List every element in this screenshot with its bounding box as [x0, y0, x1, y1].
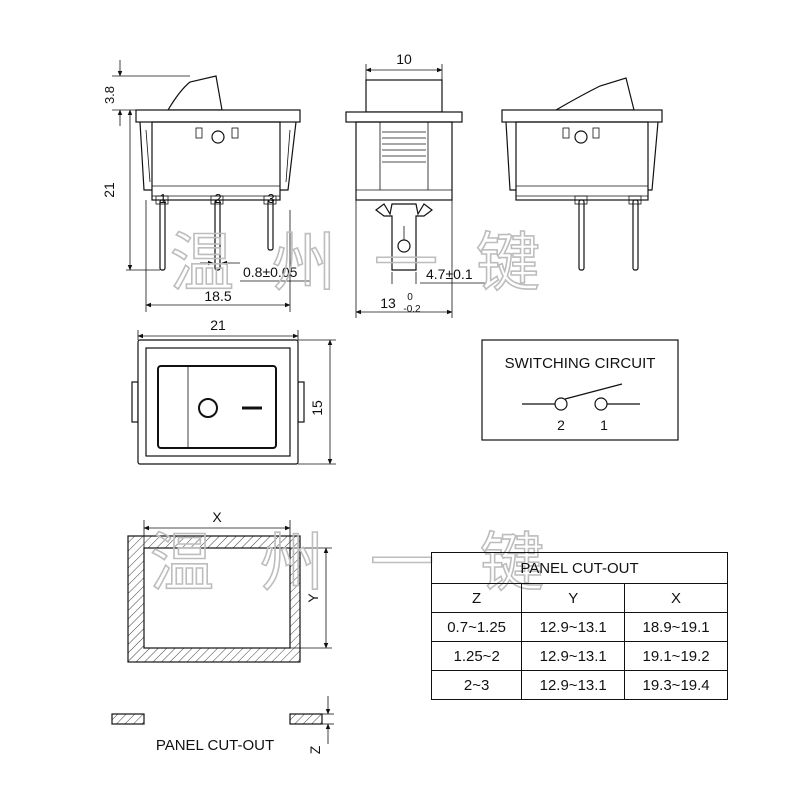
dim-face-width: 21 — [210, 317, 226, 333]
switching-circuit-title: SWITCHING CIRCUIT — [505, 355, 656, 372]
table-cell: 12.9~13.1 — [521, 641, 626, 671]
rear-view — [501, 77, 663, 271]
table-cell: 0.7~1.25 — [430, 612, 523, 642]
on-symbol-icon — [198, 398, 218, 418]
side-view: 10 4.7±0.1 13 0 -0.2 — [345, 51, 485, 318]
panel-cutout-label: PANEL CUT-OUT — [156, 737, 274, 754]
table-cell: 2~3 — [430, 670, 523, 700]
dim-face-height: 15 — [309, 400, 325, 416]
side-view-ribs — [382, 131, 426, 163]
cutout-view: X Y — [127, 509, 332, 663]
dim-cutout-y: Y — [305, 593, 321, 603]
dim-base-tol-lower: -0.2 — [403, 304, 421, 315]
face-view: 21 15 — [131, 317, 336, 465]
dim-pin-spacing: 18.5 — [204, 288, 231, 304]
table-title: PANEL CUT-OUT — [431, 552, 728, 584]
pin-label-2: 2 — [214, 191, 221, 206]
table-header-row: Z Y X — [430, 583, 728, 613]
table-header: Y — [521, 583, 626, 613]
dim-base-width: 13 — [380, 295, 396, 311]
dim-top-height: 3.8 — [102, 86, 117, 104]
circuit-terminal-1: 1 — [600, 417, 608, 433]
table-row: 2~3 12.9~13.1 19.3~19.4 — [430, 670, 728, 700]
panel-cutout-table: PANEL CUT-OUT Z Y X 0.7~1.25 12.9~13.1 1… — [430, 552, 728, 700]
table-cell: 18.9~19.1 — [624, 612, 728, 642]
front-view: 1 2 3 3.8 21 0.8±0.05 18.5 — [101, 60, 310, 312]
pin-label-1: 1 — [159, 191, 166, 206]
table-header: X — [624, 583, 728, 613]
pin-label-3: 3 — [267, 191, 274, 206]
table-cell: 19.1~19.2 — [624, 641, 728, 671]
dim-panel-z: Z — [307, 745, 323, 754]
dim-base-tol-upper: 0 — [407, 292, 413, 303]
table-row: 0.7~1.25 12.9~13.1 18.9~19.1 — [430, 612, 728, 642]
table-cell: 12.9~13.1 — [521, 612, 626, 642]
dim-cutout-x: X — [212, 509, 222, 525]
dim-pin-thickness: 0.8±0.05 — [243, 264, 298, 280]
table-row: 1.25~2 12.9~13.1 19.1~19.2 — [430, 641, 728, 671]
table-cell: 19.3~19.4 — [624, 670, 728, 700]
switching-circuit: SWITCHING CIRCUIT 2 1 — [481, 339, 679, 441]
table-cell: 1.25~2 — [430, 641, 523, 671]
table-cell: 12.9~13.1 — [521, 670, 626, 700]
dim-top-width: 10 — [396, 51, 412, 67]
dim-pin-width: 4.7±0.1 — [426, 266, 473, 282]
panel-section: Z PANEL CUT-OUT — [111, 696, 334, 754]
circuit-terminal-2: 2 — [557, 417, 565, 433]
table-header: Z — [430, 583, 523, 613]
dim-body-height: 21 — [101, 182, 117, 198]
watermark-top: 温州一键 — [170, 227, 578, 301]
